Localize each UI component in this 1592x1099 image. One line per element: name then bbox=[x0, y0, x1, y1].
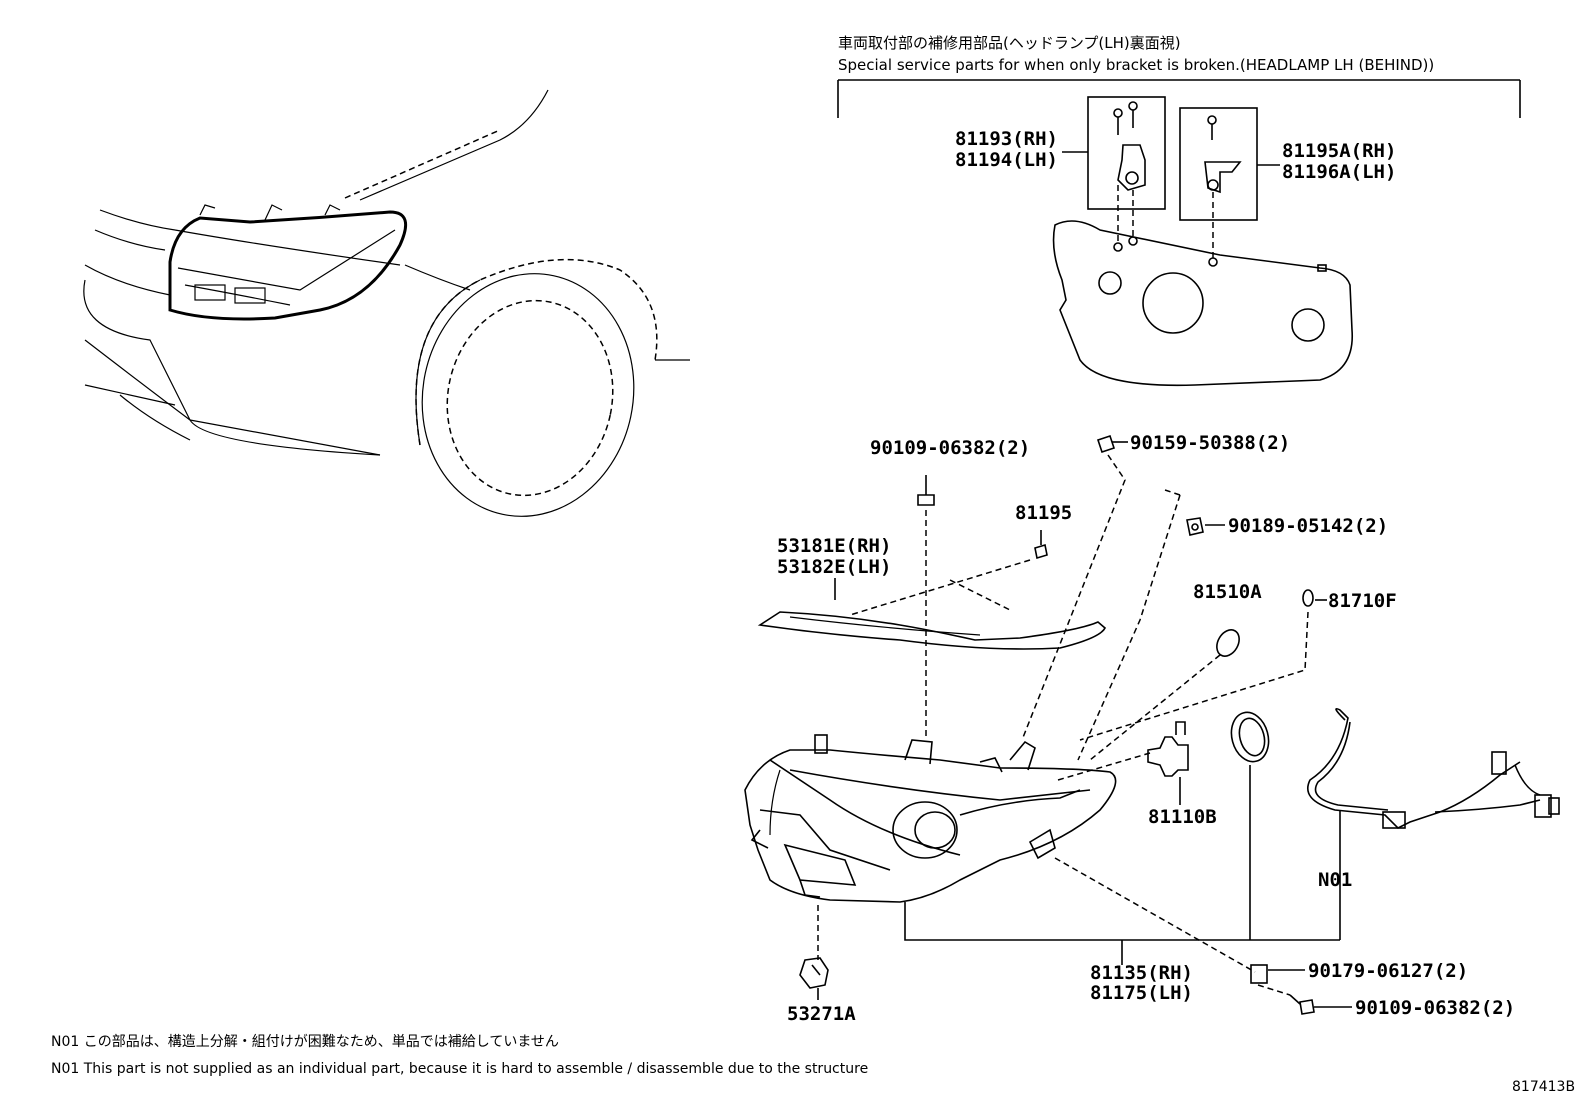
headlamp-assembly-icon bbox=[744, 734, 1117, 903]
label-81196A: 81196A(LH) bbox=[1282, 161, 1396, 183]
bracket-kit-81195A bbox=[1179, 107, 1258, 258]
bracket-kit-81193 bbox=[1087, 96, 1166, 245]
wire-harness-icon bbox=[1307, 707, 1560, 829]
label-90159: 90159-50388(2) bbox=[1130, 432, 1290, 454]
label-90179: 90179-06127(2) bbox=[1308, 960, 1468, 982]
seal-ring-icon bbox=[1230, 711, 1270, 763]
screw-icon bbox=[1096, 434, 1128, 454]
screw-icon bbox=[1207, 115, 1217, 140]
label-90189: 90189-05142(2) bbox=[1228, 515, 1388, 537]
figure-id: 817413B bbox=[1512, 1079, 1575, 1095]
bulb-icon bbox=[1147, 721, 1189, 777]
header-jp: 車両取付部の補修用部品(ヘッドランプ(LH)裏面視) bbox=[838, 34, 1181, 52]
label-53182E: 53182E(LH) bbox=[777, 556, 891, 578]
header-en: Special service parts for when only brac… bbox=[838, 56, 1434, 74]
headlamp-rear-view-icon bbox=[1052, 220, 1353, 387]
clip-icon bbox=[1250, 964, 1268, 984]
label-81710F: 81710F bbox=[1328, 590, 1397, 612]
label-90109-bottom: 90109-06382(2) bbox=[1355, 997, 1515, 1019]
clip-icon bbox=[1186, 517, 1204, 536]
label-90109-top: 90109-06382(2) bbox=[870, 437, 1030, 459]
note-jp: N01 この部品は、構造上分解・組付けが困難なため、単品では補給していません bbox=[51, 1034, 559, 1050]
garnish-strip-icon bbox=[757, 611, 1106, 650]
bulb-icon bbox=[1302, 589, 1314, 607]
clip-icon bbox=[1034, 530, 1048, 560]
note-en: N01 This part is not supplied as an indi… bbox=[51, 1061, 868, 1077]
label-81175: 81175(LH) bbox=[1090, 982, 1193, 1004]
bulb-icon bbox=[1216, 629, 1240, 657]
label-53271A: 53271A bbox=[787, 1003, 856, 1025]
label-81194: 81194(LH) bbox=[955, 149, 1058, 171]
screw-icon bbox=[1113, 101, 1138, 135]
assembly-group-line bbox=[904, 902, 1340, 965]
label-81193: 81193(RH) bbox=[955, 128, 1058, 150]
screw-icon bbox=[917, 475, 935, 740]
screw-icon bbox=[1289, 994, 1315, 1015]
label-53181E: 53181E(RH) bbox=[777, 535, 891, 557]
label-81195: 81195 bbox=[1015, 502, 1072, 524]
label-81195A: 81195A(RH) bbox=[1282, 140, 1396, 162]
car-front-icon bbox=[83, 89, 690, 517]
label-81135: 81135(RH) bbox=[1090, 962, 1193, 984]
header-bracket-line bbox=[837, 79, 1521, 118]
label-81510A: 81510A bbox=[1193, 581, 1262, 603]
clip-icon bbox=[799, 957, 829, 989]
label-81110B: 81110B bbox=[1148, 806, 1217, 828]
label-N01: N01 bbox=[1318, 869, 1352, 891]
